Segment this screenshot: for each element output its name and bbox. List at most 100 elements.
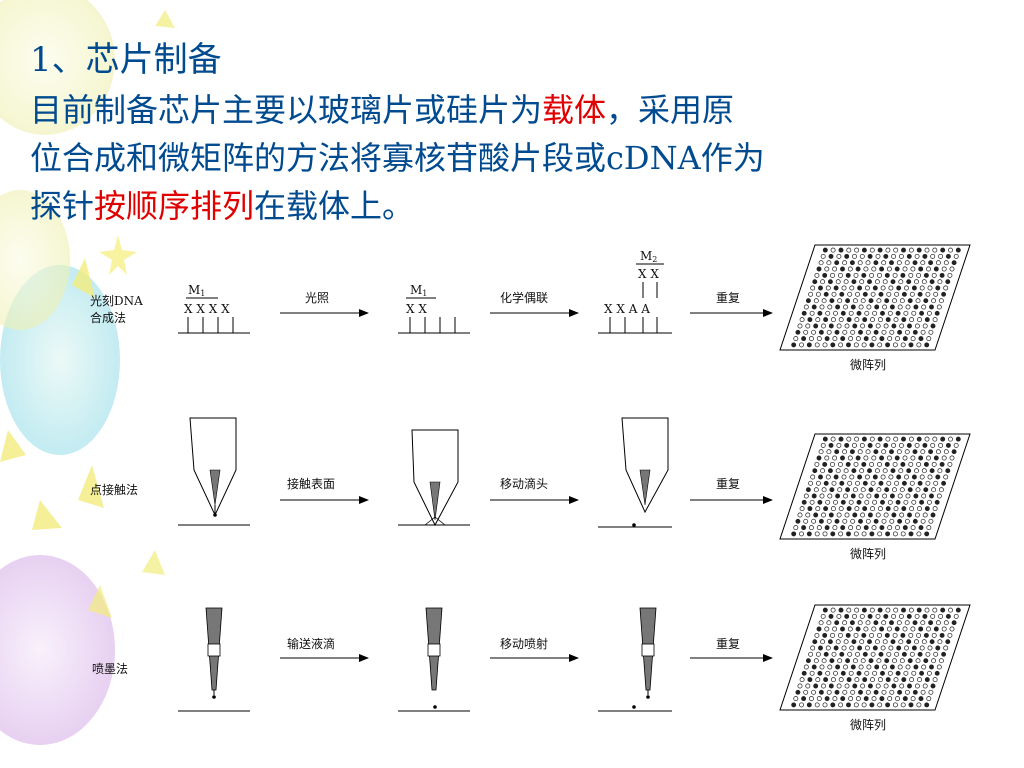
- array-spot: [852, 487, 858, 493]
- array-spot: [873, 620, 879, 626]
- array-spot: [899, 298, 905, 304]
- array-spot: [829, 658, 835, 664]
- array-spot: [872, 670, 878, 676]
- array-spot: [793, 336, 799, 342]
- array-spot: [875, 613, 881, 619]
- array-spot: [869, 702, 875, 708]
- array-spot: [824, 455, 830, 461]
- array-spot: [854, 247, 860, 253]
- array-spot: [840, 336, 846, 342]
- array-spot: [877, 272, 882, 278]
- array-spot: [845, 272, 851, 278]
- array-spot: [891, 253, 897, 259]
- array-spot: [889, 493, 895, 499]
- array-spot: [811, 493, 817, 499]
- array-spot: [907, 323, 912, 329]
- array-spot: [907, 487, 913, 493]
- array-spot: [813, 487, 819, 493]
- array-spot: [864, 474, 870, 480]
- array-spot: [912, 329, 918, 335]
- array-spot: [924, 342, 930, 348]
- array-spot: [826, 620, 832, 626]
- array-spot: [875, 253, 881, 259]
- array-spot: [825, 499, 831, 505]
- array-spot: [845, 632, 851, 638]
- array-spot: [839, 651, 845, 657]
- array-spot: [915, 487, 921, 493]
- array-spot: [816, 525, 822, 531]
- array-spot: [867, 512, 873, 518]
- array-spot: [852, 323, 858, 329]
- array-spot: [899, 683, 905, 689]
- array-spot: [911, 499, 917, 505]
- array-spot: [880, 310, 885, 316]
- array-spot: [877, 531, 883, 537]
- text-span: 目前制备芯片主要以玻璃片或硅片为: [30, 91, 543, 129]
- paragraph-line-2: 位合成和微矩阵的方法将寡核苷酸片段或cDNA作为: [30, 139, 765, 177]
- array-spot: [821, 487, 827, 493]
- array-spot: [941, 266, 947, 272]
- array-spot: [913, 304, 919, 310]
- array-spot: [827, 304, 833, 310]
- array-spot: [817, 499, 823, 505]
- array-spot: [933, 626, 939, 632]
- array-spot: [834, 518, 840, 524]
- array-spot: [884, 632, 890, 638]
- star-shape: [72, 258, 95, 298]
- array-spot: [908, 461, 914, 467]
- array-spot: [904, 518, 910, 524]
- array-spot: [821, 298, 827, 304]
- array-spot: [813, 683, 819, 689]
- row-photolithography: 光刻DNA 合成法 M1 X X X X 光照 M1 X X 化学偶联: [90, 244, 971, 372]
- array-spot: [872, 474, 878, 480]
- array-spot: [822, 702, 828, 708]
- array-spot: [814, 531, 820, 537]
- array-spot: [813, 512, 819, 518]
- array-spot: [880, 499, 885, 505]
- array-spot: [916, 632, 922, 638]
- array-spot: [843, 304, 848, 310]
- array-spot: [892, 531, 898, 537]
- array-spot: [925, 651, 931, 657]
- array-spot: [848, 310, 854, 316]
- array-spot: [879, 626, 885, 632]
- array-spot: [879, 266, 885, 272]
- array-spot: [862, 677, 868, 683]
- array-spot: [811, 689, 817, 695]
- array-spot: [916, 272, 922, 278]
- array-spot: [934, 670, 940, 676]
- array-spot: [883, 323, 889, 329]
- array-spot: [927, 474, 933, 480]
- array-spot: [874, 468, 880, 474]
- array-spot: [938, 487, 944, 493]
- array-spot: [874, 279, 880, 285]
- array-spot: [837, 487, 843, 493]
- array-spot: [829, 487, 835, 493]
- array-spot: [856, 499, 862, 505]
- array-spot: [811, 518, 817, 524]
- array-spot: [850, 304, 856, 310]
- array-spot: [892, 632, 898, 638]
- array-spot: [885, 342, 891, 348]
- array-spot: [924, 317, 930, 323]
- array-spot: [932, 506, 938, 512]
- array-spot: [808, 651, 814, 657]
- array-spot: [850, 329, 856, 335]
- array-spot: [901, 317, 907, 323]
- array-spot: [835, 304, 841, 310]
- array-spot: [827, 279, 833, 285]
- array-spot: [935, 620, 941, 626]
- array-spot: [903, 499, 909, 505]
- array-spot: [924, 702, 930, 708]
- array-spot: [922, 613, 928, 619]
- array-spot: [924, 436, 930, 442]
- array-spot: [822, 461, 828, 467]
- array-spot: [931, 298, 937, 304]
- array-spot: [856, 670, 862, 676]
- array-spot: [840, 266, 845, 272]
- array-spot: [904, 260, 910, 266]
- array-spot: [836, 512, 842, 518]
- array-spot: [923, 632, 929, 638]
- array-spot: [900, 531, 906, 537]
